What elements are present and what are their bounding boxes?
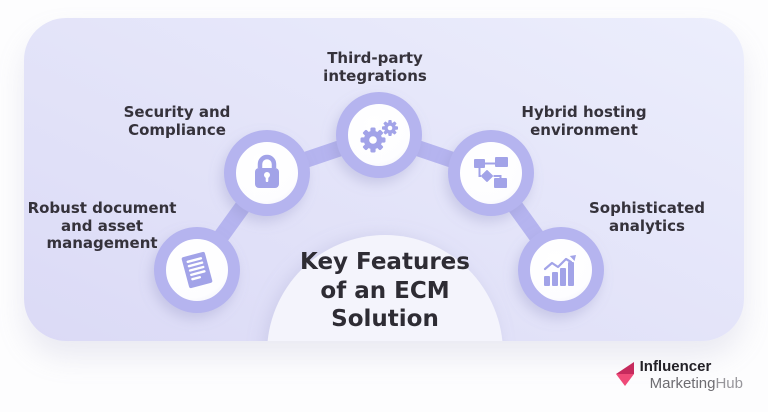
feature-arc-graphic <box>154 92 604 341</box>
feature-nodes <box>154 92 604 313</box>
center-dome <box>267 235 503 341</box>
feature-label-analytics: Sophisticated analytics <box>588 199 705 235</box>
brand-name-bottom: MarketingHub <box>650 375 743 392</box>
feature-label-hosting: Hybrid hosting environment <box>521 103 647 139</box>
feature-node-hosting <box>448 130 534 216</box>
page-title-line: of an ECM <box>320 277 450 304</box>
brand-logo-text: Influencer MarketingHub <box>640 358 743 392</box>
brand-arrow-icon <box>615 362 634 386</box>
bar-chart-icon <box>543 255 576 286</box>
brand-logo: Influencer MarketingHub <box>613 358 743 392</box>
flowchart-icon <box>474 157 508 188</box>
brand-name-marketing: Marketing <box>649 375 716 392</box>
feature-label-security: Security and Compliance <box>123 103 231 139</box>
page-title: Key Features of an ECM Solution <box>274 248 496 334</box>
feature-label-document: Robust document and asset management <box>27 199 177 252</box>
brand-name-top: Influencer <box>639 358 712 375</box>
infographic-card: Robust document and asset management Sec… <box>24 18 744 341</box>
gears-icon <box>360 120 398 153</box>
page-title-line: Key Features <box>300 249 470 275</box>
lock-icon <box>255 154 279 188</box>
document-icon <box>181 251 213 289</box>
brand-name-hub: Hub <box>715 375 743 392</box>
page-title-line: Solution <box>331 306 439 332</box>
feature-label-integrations: Third-party integrations <box>323 49 427 85</box>
